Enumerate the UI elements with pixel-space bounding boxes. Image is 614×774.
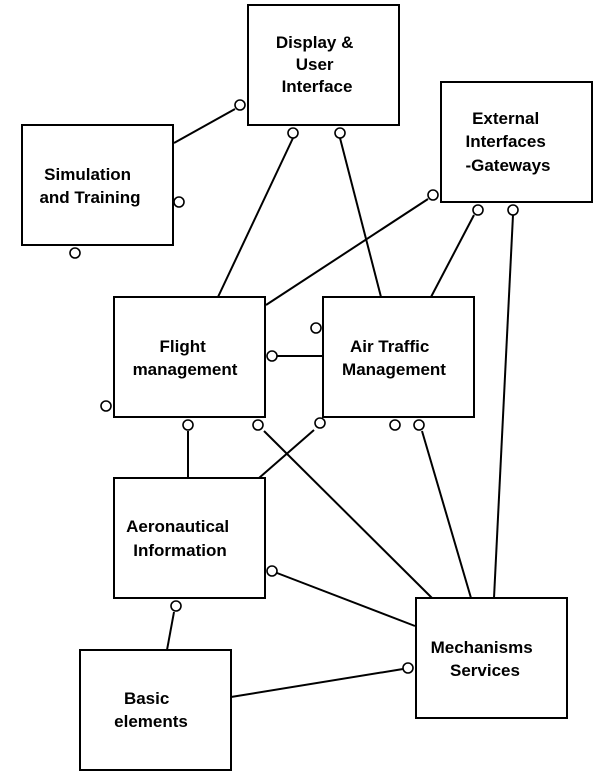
node-basic-elements-label: Basic elements: [114, 689, 188, 731]
connector-aero-mech: [276, 572, 416, 627]
connector-display-simulation: [173, 108, 236, 144]
node-flight-management-label: Flight management: [133, 337, 238, 379]
connectors: [166, 108, 514, 698]
node-aeronautical-information[interactable]: Aeronautical Information: [113, 477, 266, 599]
node-flight-management[interactable]: Flight management: [113, 296, 266, 418]
connector-display-flight: [217, 137, 294, 298]
port-circle: [402, 662, 414, 674]
node-aeronautical-information-label: Aeronautical Information: [126, 517, 234, 560]
port-circle: [334, 127, 346, 139]
connector-flight-mech: [263, 430, 433, 599]
node-external-interfaces[interactable]: External Interfaces -Gateways: [440, 81, 593, 203]
port-circle: [310, 322, 322, 334]
node-air-traffic-management-label: Air Traffic Management: [342, 337, 446, 379]
port-circle: [170, 600, 182, 612]
node-external-interfaces-label: External Interfaces -Gateways: [465, 109, 550, 175]
connector-display-atm: [339, 137, 382, 298]
port-circle: [252, 419, 264, 431]
port-circle: [389, 419, 401, 431]
connector-external-flight: [265, 198, 429, 306]
port-circle: [266, 565, 278, 577]
connector-atm-mech: [421, 430, 472, 599]
connector-external-atm: [430, 214, 475, 298]
port-circle: [69, 247, 81, 259]
connector-aero-basic: [166, 611, 175, 651]
port-circle: [266, 350, 278, 362]
port-circle: [287, 127, 299, 139]
node-mechanisms-services[interactable]: Mechanisms Services: [415, 597, 568, 719]
port-circle: [427, 189, 439, 201]
ports: [69, 99, 519, 674]
port-circle: [507, 204, 519, 216]
node-display-interface[interactable]: Display & User Interface: [247, 4, 400, 126]
node-basic-elements[interactable]: Basic elements: [79, 649, 232, 771]
port-circle: [472, 204, 484, 216]
connector-atm-aero: [258, 429, 315, 479]
node-simulation-training-label: Simulation and Training: [39, 165, 140, 207]
node-display-interface-label: Display & User Interface: [276, 33, 358, 96]
port-circle: [413, 419, 425, 431]
node-simulation-training[interactable]: Simulation and Training: [21, 124, 174, 246]
node-mechanisms-services-label: Mechanisms Services: [431, 638, 538, 680]
port-circle: [234, 99, 246, 111]
port-circle: [173, 196, 185, 208]
port-circle: [182, 419, 194, 431]
connector-basic-mech: [230, 668, 404, 698]
port-circle: [314, 417, 326, 429]
node-air-traffic-management[interactable]: Air Traffic Management: [322, 296, 475, 418]
port-circle: [100, 400, 112, 412]
connector-external-mech: [493, 214, 514, 599]
